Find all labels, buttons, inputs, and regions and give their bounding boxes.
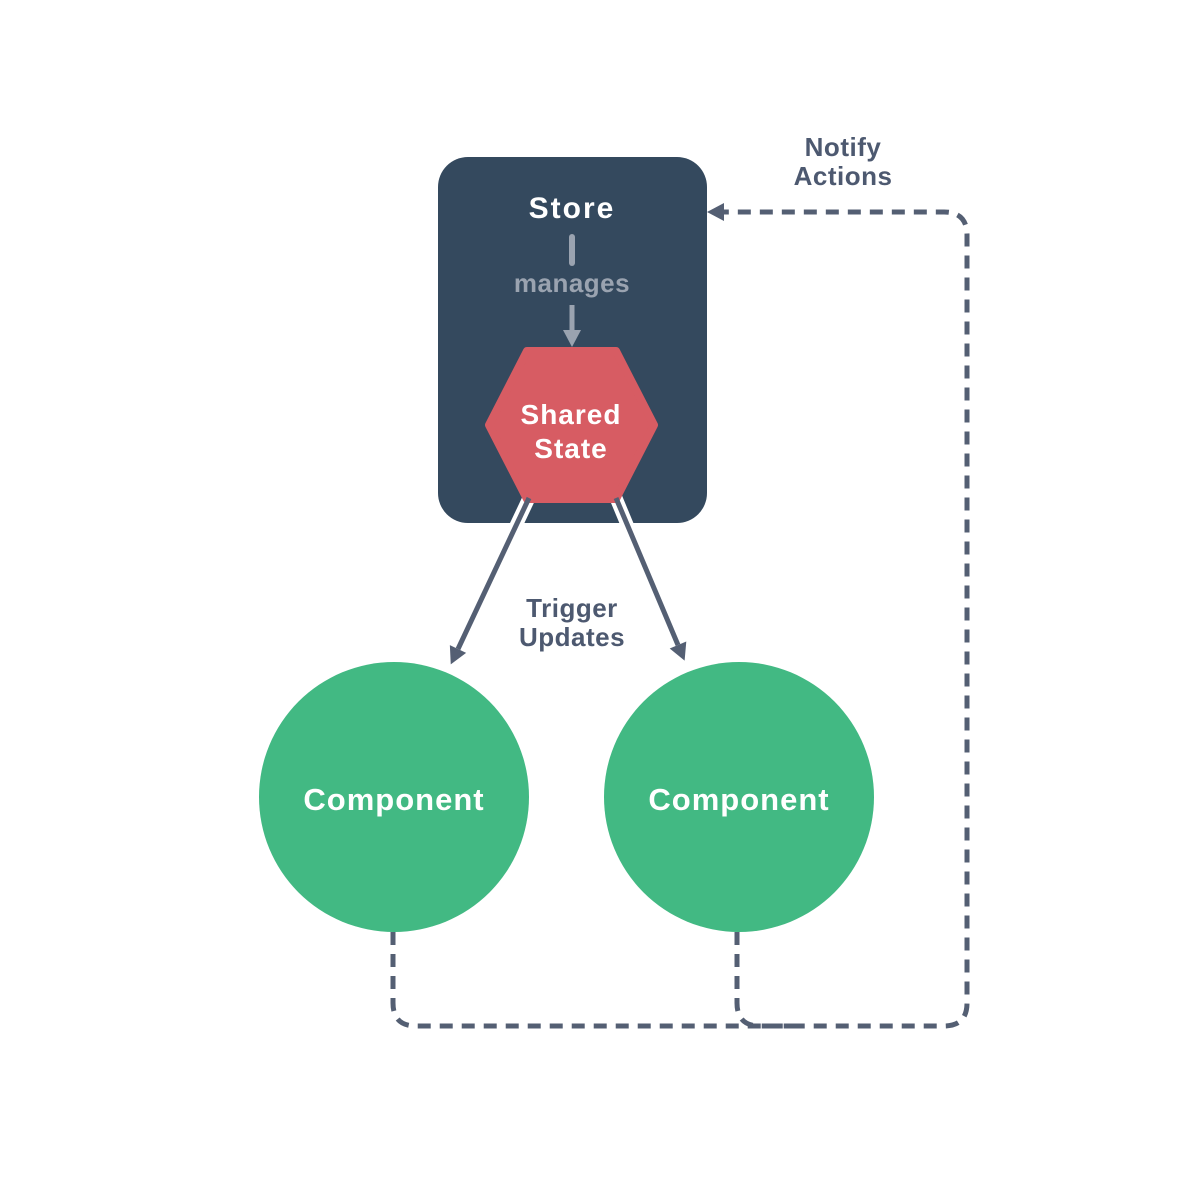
shared-state-label-line2: State: [534, 433, 607, 464]
component-right-label: Component: [648, 782, 829, 817]
component-right-node: [604, 662, 874, 932]
trigger-arrow-right: [613, 497, 687, 661]
manages-label: manages: [514, 268, 630, 298]
notify-actions-label-line2: Actions: [794, 161, 893, 191]
store-title: Store: [529, 192, 616, 225]
notify-actions-label-line1: Notify: [805, 132, 882, 162]
trigger-updates-label-line2: Updates: [519, 622, 625, 652]
trigger-updates-label-line1: Trigger: [526, 593, 618, 623]
shared-state-label-line1: Shared: [521, 399, 622, 430]
trigger-arrow-left: [449, 496, 532, 665]
component-left-label: Component: [303, 782, 484, 817]
component-left-node: [259, 662, 529, 932]
notify-actions-dashed-path: [390, 203, 970, 1029]
notify-actions-dashed-branch: [734, 932, 802, 1029]
